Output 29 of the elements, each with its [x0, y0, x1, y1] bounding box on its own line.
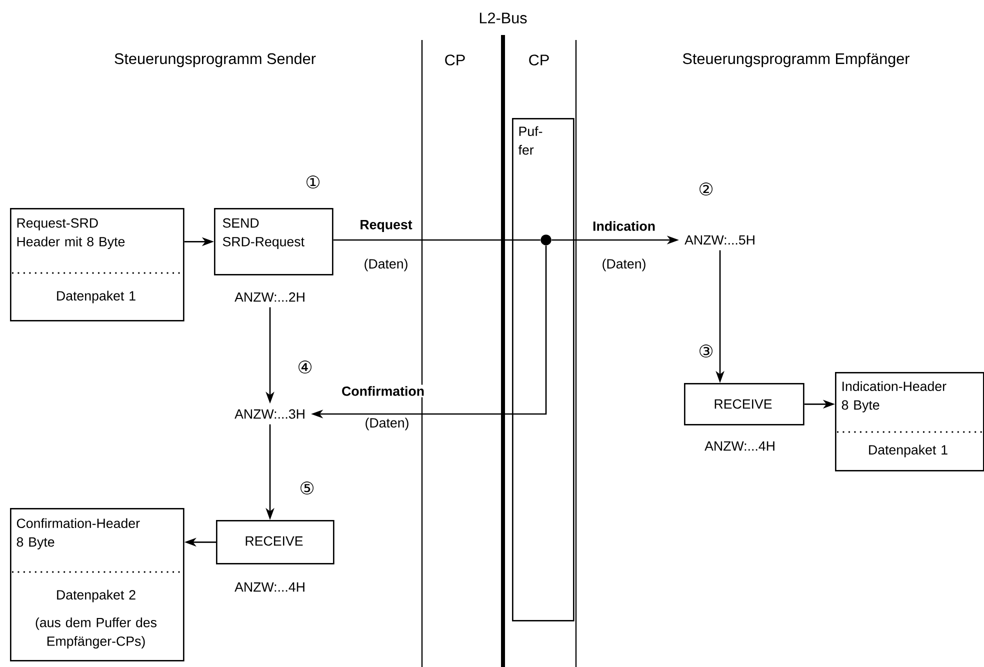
buffer-box: Puf- fer — [512, 118, 574, 622]
data-label: (Daten) — [602, 258, 646, 272]
step-number: ⑤ — [299, 482, 315, 494]
lane-heading: CP — [444, 54, 466, 66]
edge-label: Confirmation — [340, 384, 426, 398]
edge-label: Indication — [591, 220, 657, 232]
data-label: (Daten) — [364, 258, 408, 272]
junction-dot — [540, 234, 552, 246]
step-number: ① — [305, 176, 321, 188]
status-label: ANZW:...4H — [704, 441, 774, 451]
data-box: Indication-Header 8 Byte Datenpaket 1 — [835, 372, 984, 472]
status-label: ANZW:...4H — [234, 582, 304, 592]
step-number: ③ — [698, 344, 714, 358]
function-box: RECEIVE — [684, 383, 804, 426]
edge-label: Request — [358, 218, 414, 234]
lane-heading: CP — [528, 54, 550, 66]
status-text: ANZW:...3H — [234, 409, 304, 419]
data-box: Confirmation-Header 8 Byte Datenpaket 2 (aus dem Puffer des Empfänger-CPs) — [10, 508, 184, 662]
function-box: SEND SRD-Request — [214, 208, 334, 276]
bus-title: L2-Bus — [478, 12, 528, 24]
status-text: ANZW:...5H — [684, 235, 754, 245]
step-number: ④ — [297, 360, 313, 374]
column-heading: Steuerungsprogramm Sender — [114, 52, 316, 68]
data-box: Request-SRD Header mit 8 Byte Datenpaket 1 — [10, 208, 184, 322]
column-heading: Steuerungsprogramm Empfänger — [682, 52, 910, 68]
status-text: ANZW:...2H — [234, 292, 304, 302]
function-box: RECEIVE — [216, 520, 334, 564]
data-label: (Daten) — [364, 418, 410, 430]
step-number: ② — [698, 182, 714, 196]
